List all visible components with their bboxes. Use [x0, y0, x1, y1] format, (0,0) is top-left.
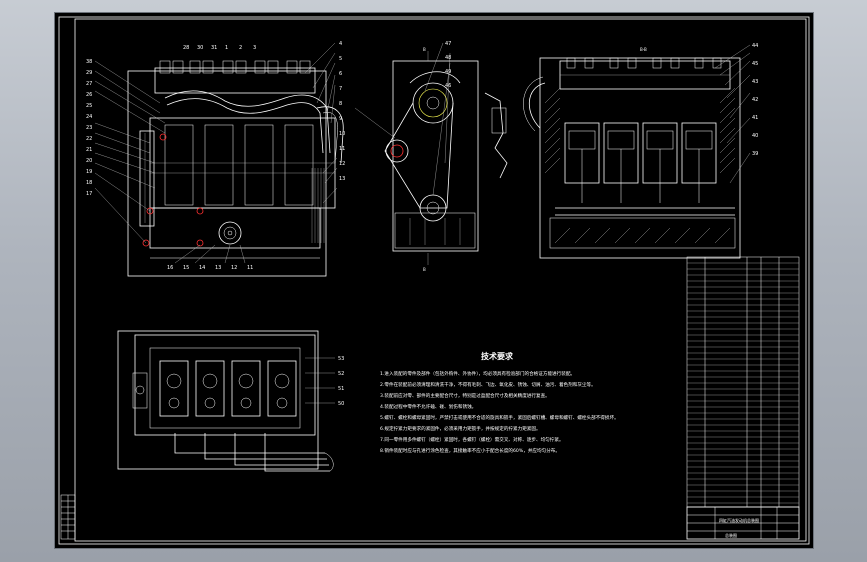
callout-label: 27 — [86, 81, 92, 87]
callout-label: 41 — [752, 115, 758, 121]
callout-label: 18 — [86, 180, 92, 186]
callout-label: 51 — [338, 386, 344, 392]
tech-note: 1.进入装配的零件及部件（包括外购件、外协件），均必须具有检验部门的合格证方能进… — [380, 370, 575, 377]
tech-note: 3.装配前应对零、部件的主要配合尺寸，特别是过盈配合尺寸及相关精度进行复查。 — [380, 392, 550, 399]
title-block: 四缸汽油发动机总装图 总装图 — [686, 506, 800, 540]
callout-label: 4 — [339, 41, 342, 47]
callout-label: 52 — [338, 371, 344, 377]
tech-requirements: 技术要求 1.进入装配的零件及部件（包括外购件、外协件），均必须具有检验部门的合… — [380, 351, 619, 454]
callout-label: 47 — [445, 41, 451, 47]
callout-label: 10 — [339, 131, 345, 137]
callout-label: 3 — [253, 45, 256, 51]
tech-note: 5.螺钉、螺栓和螺母紧固时，严禁打击或使用不合适的旋具和扳手，紧固后螺钉槽、螺母… — [380, 414, 619, 421]
section-marker-b-top: B — [423, 47, 426, 52]
callout-label: 22 — [86, 136, 92, 142]
callout-label: 15 — [183, 265, 189, 271]
callout-label: 20 — [86, 158, 92, 164]
callout-label: 2 — [239, 45, 242, 51]
tech-requirements-title: 技术要求 — [481, 351, 514, 361]
parts-list — [686, 256, 800, 508]
callout-label: 43 — [752, 79, 758, 85]
callout-label: 44 — [752, 43, 758, 49]
tech-note: 6.规定拧紧力矩要求的紧固件，必须采用力矩扳手，并按规定的拧紧力矩紧固。 — [380, 425, 541, 432]
drawing-name: 四缸汽油发动机总装图 — [719, 517, 759, 523]
callout-label: 48 — [445, 55, 451, 61]
tech-note: 8.销件装配时应与孔进行涂色检查，其接触率不应小于配合长度的60%，并应均匀分布… — [380, 447, 560, 454]
callout-label: 11 — [339, 146, 345, 152]
callout-label: 25 — [86, 103, 92, 109]
callout-label: 11 — [247, 265, 253, 271]
callout-label: 1 — [225, 45, 228, 51]
callout-label: 12 — [231, 265, 237, 271]
callout-label: 45 — [752, 61, 758, 67]
outer-frame — [58, 16, 810, 545]
callout-label: 39 — [752, 151, 758, 157]
callout-label: 17 — [86, 191, 92, 197]
callout-label: 5 — [339, 56, 342, 62]
section-marker-b-bottom: B — [423, 267, 426, 272]
callout-label: 14 — [199, 265, 205, 271]
callout-label: 28 — [183, 45, 189, 51]
callout-label: 23 — [86, 125, 92, 131]
callout-label: 50 — [338, 401, 344, 407]
left-bottom-table — [60, 494, 76, 540]
callout-label: 13 — [339, 176, 345, 182]
callout-label: 9 — [339, 116, 342, 122]
tech-note: 2.零件在装配前必须清理和清洗干净，不得有毛刺、飞边、氧化皮、锈蚀、切屑、油污、… — [380, 381, 596, 388]
side-view: B B 47 48 49 46 — [354, 41, 508, 272]
callout-label: 49 — [445, 69, 451, 75]
callout-label: 38 — [86, 59, 92, 65]
inner-frame — [74, 18, 807, 542]
callout-label: 26 — [86, 92, 92, 98]
tech-note: 4.装配过程中零件不允许磕、碰、划伤和锈蚀。 — [380, 403, 476, 410]
callout-label: 53 — [338, 356, 344, 362]
plan-view: 53 52 51 50 — [117, 330, 344, 472]
section-view: B-B — [523, 43, 758, 259]
callout-label: 46 — [445, 83, 451, 89]
callout-label: 24 — [86, 114, 92, 120]
callout-label: 19 — [86, 169, 92, 175]
callout-label: 12 — [339, 161, 345, 167]
callout-label: 16 — [167, 265, 173, 271]
callout-label: 6 — [339, 71, 342, 77]
callout-label: 13 — [215, 265, 221, 271]
callout-label: 42 — [752, 97, 758, 103]
callout-label: 40 — [752, 133, 758, 139]
callout-label: 31 — [211, 45, 217, 51]
sheet-label: 总装图 — [725, 532, 737, 538]
callout-label: 8 — [339, 101, 342, 107]
callout-label: 30 — [197, 45, 203, 51]
callout-label: 29 — [86, 70, 92, 76]
callout-label: 21 — [86, 147, 92, 153]
section-label-bb: B-B — [640, 47, 647, 52]
callout-label: 7 — [339, 86, 342, 92]
tech-note: 7.同一零件用多件螺钉（螺栓）紧固时，各螺钉（螺栓）需交叉、对称、逐步、均匀拧紧… — [380, 436, 564, 443]
